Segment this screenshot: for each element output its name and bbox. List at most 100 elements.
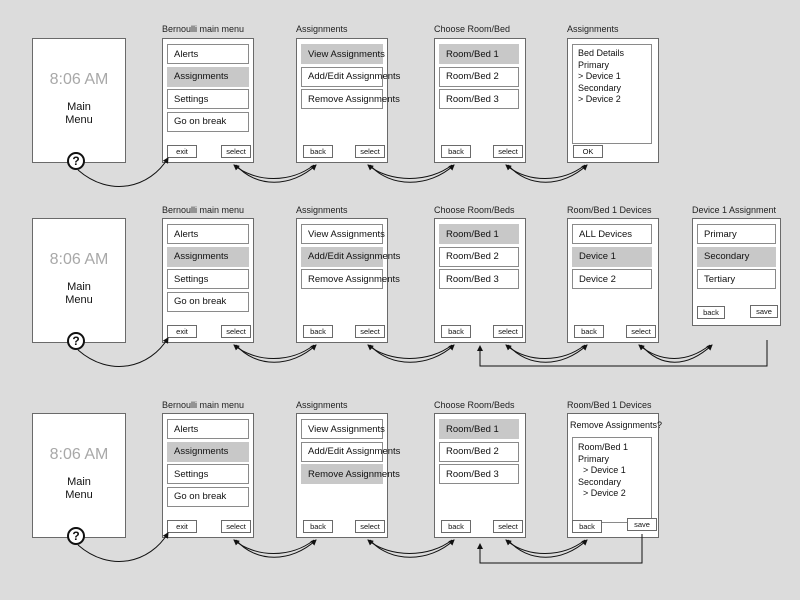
- exit-button[interactable]: exit: [167, 145, 197, 158]
- menu-item[interactable]: Room/Bed 2: [439, 246, 519, 267]
- menu-item[interactable]: Room/Bed 3: [439, 89, 519, 109]
- menu-item[interactable]: Remove Assignments: [301, 89, 400, 109]
- flow-arrow: [233, 344, 315, 359]
- exit-button[interactable]: exit: [167, 325, 197, 338]
- menu-item[interactable]: Assignments: [167, 246, 249, 267]
- back-button[interactable]: back: [303, 325, 333, 338]
- menu-item[interactable]: Assignments: [167, 66, 249, 87]
- flow-arrow: [233, 164, 315, 179]
- screen-title: Assignments: [567, 24, 619, 34]
- menu-item[interactable]: Tertiary: [697, 269, 776, 289]
- menu-item[interactable]: Go on break: [167, 486, 249, 507]
- back-button[interactable]: back: [441, 325, 471, 338]
- main-menu-label: Main Menu: [65, 476, 93, 501]
- screen-title: Room/Bed 1 Devices: [567, 205, 652, 215]
- menu-item[interactable]: Assignments: [167, 441, 249, 462]
- select-button[interactable]: select: [221, 520, 251, 533]
- back-button[interactable]: back: [572, 520, 602, 533]
- menu-item[interactable]: View Assignments: [301, 44, 385, 64]
- menu-item[interactable]: View Assignments: [301, 224, 385, 244]
- menu-item[interactable]: Add/Edit Assignments: [301, 441, 400, 462]
- screen-title: Choose Room/Bed: [434, 24, 511, 34]
- menu-item[interactable]: Device 1: [572, 246, 652, 267]
- back-button[interactable]: back: [303, 145, 333, 158]
- menu-item[interactable]: Remove Assignments: [301, 269, 400, 289]
- screen-title: Assignments: [296, 205, 348, 215]
- screen-title: Assignments: [296, 400, 348, 410]
- select-button[interactable]: select: [493, 145, 523, 158]
- menu-item[interactable]: Alerts: [167, 419, 249, 439]
- menu-item[interactable]: Room/Bed 1: [439, 44, 519, 64]
- select-button[interactable]: select: [493, 520, 523, 533]
- save-button[interactable]: save: [627, 518, 657, 531]
- return-arrow: [477, 340, 768, 367]
- select-button[interactable]: select: [355, 325, 385, 338]
- select-button[interactable]: select: [493, 325, 523, 338]
- flow-arrow: [505, 344, 586, 359]
- menu-item[interactable]: Go on break: [167, 111, 249, 132]
- screen-title: Bernoulli main menu: [162, 400, 245, 410]
- screen-title: Choose Room/Beds: [434, 205, 515, 215]
- return-arrow: [477, 534, 643, 564]
- menu-item[interactable]: Alerts: [167, 224, 249, 244]
- menu-item[interactable]: Room/Bed 3: [439, 464, 519, 484]
- menu-item[interactable]: Secondary: [697, 246, 776, 267]
- remove-prompt: Remove Assignments?: [570, 420, 663, 430]
- menu-item[interactable]: Go on break: [167, 291, 249, 312]
- save-button[interactable]: save: [750, 305, 778, 318]
- select-button[interactable]: select: [221, 325, 251, 338]
- menu-item[interactable]: Device 2: [572, 269, 652, 289]
- home-screen: [32, 218, 126, 343]
- flow-arrow: [77, 532, 169, 562]
- select-button[interactable]: select: [626, 325, 656, 338]
- main-menu-label: Main Menu: [65, 281, 93, 306]
- flow-arrow: [505, 539, 586, 554]
- screen-title: Bernoulli main menu: [162, 24, 245, 34]
- clock-display: 8:06 AM: [49, 251, 109, 268]
- screen-title: Room/Bed 1 Devices: [567, 400, 652, 410]
- menu-item[interactable]: ALL Devices: [572, 224, 652, 244]
- menu-item[interactable]: Settings: [167, 269, 249, 289]
- menu-item[interactable]: Room/Bed 1: [439, 419, 519, 439]
- menu-item[interactable]: Alerts: [167, 44, 249, 64]
- ok-button[interactable]: OK: [573, 145, 603, 158]
- screen-title: Choose Room/Beds: [434, 400, 515, 410]
- menu-item[interactable]: Settings: [167, 464, 249, 484]
- bed-details-text: Bed Details Primary > Device 1 Secondary…: [578, 48, 625, 104]
- back-button[interactable]: back: [441, 145, 471, 158]
- remove-details-box: [572, 437, 652, 523]
- menu-item[interactable]: Room/Bed 3: [439, 269, 519, 289]
- menu-item[interactable]: View Assignments: [301, 419, 385, 439]
- menu-item[interactable]: Primary: [697, 224, 776, 244]
- menu-item[interactable]: Add/Edit Assignments: [301, 66, 400, 87]
- menu-item[interactable]: Room/Bed 2: [439, 441, 519, 462]
- clock-display: 8:06 AM: [49, 71, 109, 88]
- flow-arrow: [638, 344, 711, 359]
- menu-item[interactable]: Room/Bed 1: [439, 224, 519, 244]
- back-button[interactable]: back: [574, 325, 604, 338]
- help-icon[interactable]: ?: [67, 527, 85, 545]
- back-button[interactable]: back: [441, 520, 471, 533]
- home-screen: [32, 38, 126, 163]
- menu-item[interactable]: Room/Bed 2: [439, 66, 519, 87]
- select-button[interactable]: select: [355, 520, 385, 533]
- flow-arrow: [77, 337, 169, 367]
- flow-arrow: [367, 539, 453, 554]
- exit-button[interactable]: exit: [167, 520, 197, 533]
- menu-item[interactable]: Remove Assignments: [301, 464, 400, 484]
- help-icon[interactable]: ?: [67, 332, 85, 350]
- bed-details-box: [572, 44, 652, 144]
- select-button[interactable]: select: [221, 145, 251, 158]
- menu-item[interactable]: Settings: [167, 89, 249, 109]
- flow-arrow: [505, 164, 586, 179]
- screen-title: Assignments: [296, 24, 348, 34]
- help-icon[interactable]: ?: [67, 152, 85, 170]
- clock-display: 8:06 AM: [49, 446, 109, 463]
- menu-item[interactable]: Add/Edit Assignments: [301, 246, 400, 267]
- back-button[interactable]: back: [303, 520, 333, 533]
- back-button[interactable]: back: [697, 306, 725, 319]
- select-button[interactable]: select: [355, 145, 385, 158]
- flow-arrow: [367, 344, 453, 359]
- screen-title: Bernoulli main menu: [162, 205, 245, 215]
